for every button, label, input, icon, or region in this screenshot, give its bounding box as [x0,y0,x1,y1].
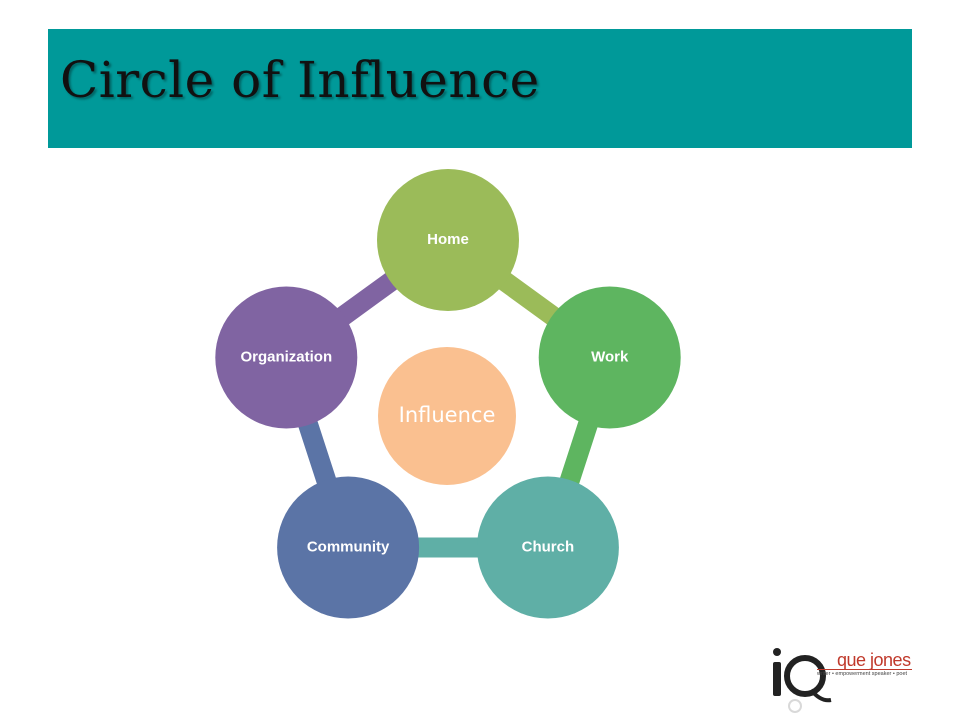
node-community [277,476,420,619]
connector-arrow-organization-home [330,264,405,333]
node-church-label: Church [522,538,575,555]
connector-arrow-church-community [404,528,492,567]
node-home-label: Home [427,231,469,248]
connector-arrow-community-organization [289,410,346,495]
node-church [476,476,619,619]
node-home [377,169,519,311]
center-label: Influence [399,403,496,427]
que-jones-logo: que jones writer • empowerment speaker •… [765,640,915,716]
logo-tagline: writer • empowerment speaker • poet [817,671,908,677]
logo-name: que jones [837,650,911,670]
node-work [538,286,681,429]
slide-title: Circle of Influence [60,51,540,109]
node-work-label: Work [591,348,629,365]
node-community-label: Community [307,538,390,555]
iq-logo-mark [773,648,832,713]
connector-arrow-home-work [491,264,566,333]
node-organization [215,286,358,429]
title-bar: Circle of Influence [48,29,912,148]
connector-arrow-work-church [550,410,607,495]
node-organization-label: Organization [240,348,332,365]
logo-divider [817,669,912,670]
center-circle [378,347,516,485]
